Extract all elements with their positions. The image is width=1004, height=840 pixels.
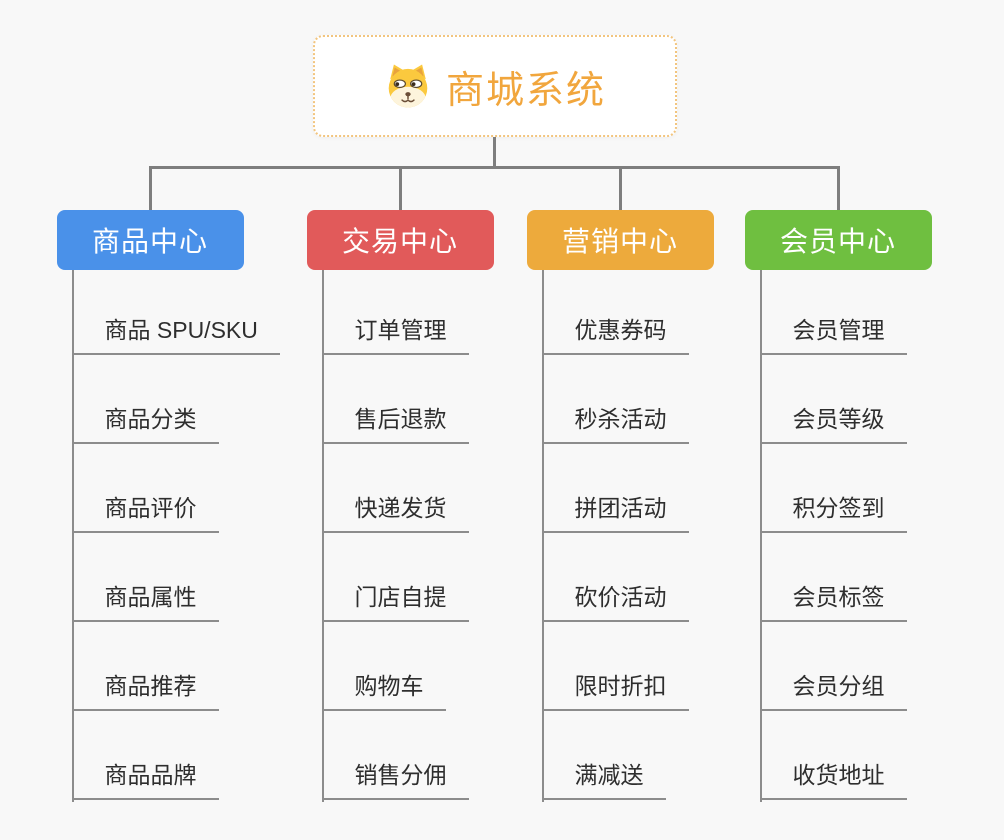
topic-item[interactable]: 会员管理	[759, 315, 907, 355]
branch-trunk-line	[759, 270, 762, 802]
branch-node-3[interactable]: 营销中心	[526, 210, 714, 270]
topic-item[interactable]: 会员标签	[759, 582, 907, 622]
topic-item[interactable]: 商品品牌	[71, 760, 219, 800]
topic-item[interactable]: 购物车	[321, 671, 446, 711]
topic-item[interactable]: 积分签到	[759, 493, 907, 533]
topic-item[interactable]: 限时折扣	[541, 671, 689, 711]
topic-item[interactable]: 门店自提	[321, 582, 469, 622]
branch-label: 营销中心	[561, 226, 678, 257]
branch-node-1[interactable]: 商品中心	[56, 210, 244, 270]
connector-root-trunk	[492, 137, 496, 169]
topic-item[interactable]: 销售分佣	[321, 760, 469, 800]
topic-item[interactable]: 满减送	[541, 760, 666, 800]
connector-drop-2	[398, 166, 402, 210]
dog-face-icon	[384, 63, 432, 109]
root-node[interactable]: 商城系统	[313, 35, 677, 137]
branch-trunk-line	[71, 270, 74, 802]
topic-item[interactable]: 快递发货	[321, 493, 469, 533]
connector-drop-1	[148, 166, 152, 210]
branch-label: 会员中心	[779, 226, 896, 257]
connector-drop-4	[836, 166, 840, 210]
connector-rail	[148, 166, 840, 169]
connector-drop-3	[618, 166, 622, 210]
topic-item[interactable]: 商品评价	[71, 493, 219, 533]
branch-node-4[interactable]: 会员中心	[744, 210, 932, 270]
branch-trunk-line	[541, 270, 544, 802]
topic-item[interactable]: 砍价活动	[541, 582, 689, 622]
topic-item[interactable]: 商品属性	[71, 582, 219, 622]
topic-item[interactable]: 会员分组	[759, 671, 907, 711]
topic-item[interactable]: 商品分类	[71, 404, 219, 444]
branch-label: 商品中心	[91, 226, 208, 257]
topic-item[interactable]: 会员等级	[759, 404, 907, 444]
topic-item[interactable]: 拼团活动	[541, 493, 689, 533]
branch-node-2[interactable]: 交易中心	[306, 210, 494, 270]
root-title: 商城系统	[445, 69, 606, 112]
topic-item[interactable]: 商品 SPU/SKU	[71, 315, 280, 355]
topic-item[interactable]: 商品推荐	[71, 671, 219, 711]
topic-item[interactable]: 订单管理	[321, 315, 469, 355]
branch-label: 交易中心	[341, 226, 458, 257]
topic-item[interactable]: 收货地址	[759, 760, 907, 800]
topic-item[interactable]: 优惠券码	[541, 315, 689, 355]
branch-trunk-line	[321, 270, 324, 802]
topic-item[interactable]: 售后退款	[321, 404, 469, 444]
topic-item[interactable]: 秒杀活动	[541, 404, 689, 444]
